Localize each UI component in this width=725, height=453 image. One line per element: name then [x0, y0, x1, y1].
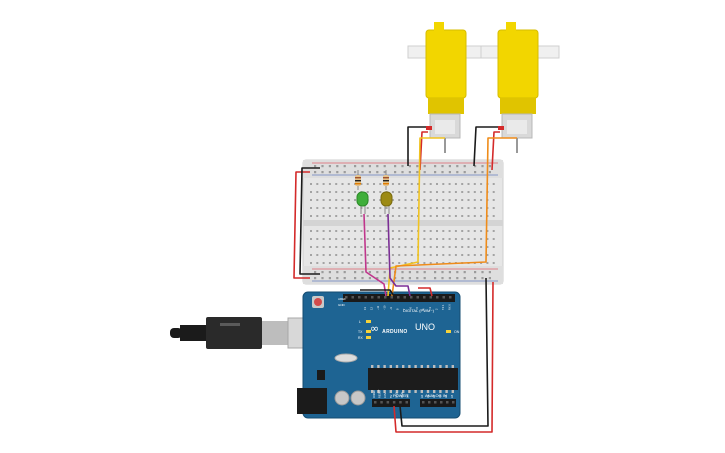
digital-pin-label-11: 2 [435, 308, 439, 310]
led-tx-indicator [366, 330, 371, 333]
wire-purple[interactable] [387, 213, 411, 297]
led-green[interactable] [356, 191, 369, 214]
gnd-label: GND [338, 303, 346, 307]
l-label: L [359, 320, 361, 324]
wire-red-5v[interactable] [393, 281, 494, 433]
analog-pin-label-1: A1 [426, 394, 430, 398]
analog-pin-label-0: A0 [420, 394, 424, 398]
board-model: UNO [415, 322, 435, 332]
wire-red-rail[interactable] [293, 171, 310, 279]
digital-pin-label-8: ~5 [415, 306, 419, 310]
analog-pin-label-5: A5 [450, 394, 454, 398]
motor-right[interactable] [480, 22, 560, 153]
wire-motor1-red[interactable] [419, 131, 428, 171]
power-pin-label-0: IOREF [372, 390, 376, 398]
digital-pin-label-13: RX 0 [448, 304, 452, 310]
digital-pin-label-9: 4 [422, 308, 426, 310]
analog-pin-label-2: A2 [432, 394, 436, 398]
power-pin-label-3: 5V [389, 395, 393, 398]
usb-cable[interactable] [170, 317, 319, 349]
analog-header[interactable] [420, 399, 456, 407]
digital-pin-label-4: ~9 [389, 306, 393, 310]
motor-left[interactable] [407, 22, 487, 153]
crystal [334, 353, 358, 363]
led-olive[interactable] [380, 191, 393, 214]
microcontroller-chip [368, 368, 458, 390]
led-l-indicator [366, 320, 371, 323]
power-header[interactable] [372, 399, 410, 407]
digital-pin-label-1: 12 [370, 307, 374, 310]
power-pin-label-5: GND [400, 392, 404, 398]
reset-button[interactable] [314, 298, 322, 306]
breadboard[interactable] [302, 159, 504, 285]
wire-orange[interactable] [391, 137, 517, 297]
wire-motor2-red[interactable] [491, 131, 500, 171]
wire-black-gnd[interactable] [399, 277, 489, 427]
power-pin-label-2: 3.3V [383, 392, 387, 398]
digital-pin-label-5: 8 [396, 308, 400, 310]
digital-label: DIGITAL (PWM~) [403, 308, 435, 313]
breadboard-holes [310, 165, 495, 280]
analog-label: ANALOG IN [425, 393, 447, 398]
digital-pin-label-6: 7 [402, 308, 406, 310]
wire-black-digital[interactable] [360, 289, 395, 297]
power-pin-label-6: Vin [406, 394, 410, 398]
arduino-uno[interactable]: UNO DIGITAL (PWM~) POWER ANALOG IN ON L … [297, 291, 461, 419]
wire-red-digital[interactable] [418, 287, 433, 297]
power-jack[interactable] [297, 388, 327, 414]
digital-pin-label-0: 13 [363, 307, 367, 310]
digital-pin-label-7: ~6 [409, 306, 413, 310]
on-label: ON [454, 330, 460, 334]
power-pin-label-1: RESET [378, 389, 382, 398]
resistor-2[interactable] [383, 170, 389, 190]
led-rx-indicator [366, 336, 371, 339]
tx-label: TX [358, 330, 363, 334]
analog-pin-label-3: A3 [438, 394, 442, 398]
power-pin-label-4: GND [394, 392, 398, 398]
regulator [317, 370, 325, 380]
digital-pin-label-2: ~11 [376, 305, 380, 310]
analog-pin-label-4: A4 [444, 394, 448, 398]
wire-black-rail[interactable] [299, 167, 320, 275]
aref-label: AREF [338, 297, 346, 301]
digital-pin-label-3: ~10 [383, 305, 387, 310]
digital-pin-label-10: ~3 [428, 306, 432, 310]
capacitor-1 [334, 390, 350, 406]
rx-label: RX [358, 336, 363, 340]
wire-motor1-black[interactable] [407, 126, 426, 166]
wire-motor2-black[interactable] [473, 126, 498, 167]
power-label: POWER [393, 393, 408, 398]
resistor-1[interactable] [355, 170, 361, 190]
capacitor-2 [350, 390, 366, 406]
header-pins [345, 296, 455, 404]
digital-pin-label-12: TX 1 [441, 304, 445, 310]
led-on-indicator [446, 330, 451, 333]
